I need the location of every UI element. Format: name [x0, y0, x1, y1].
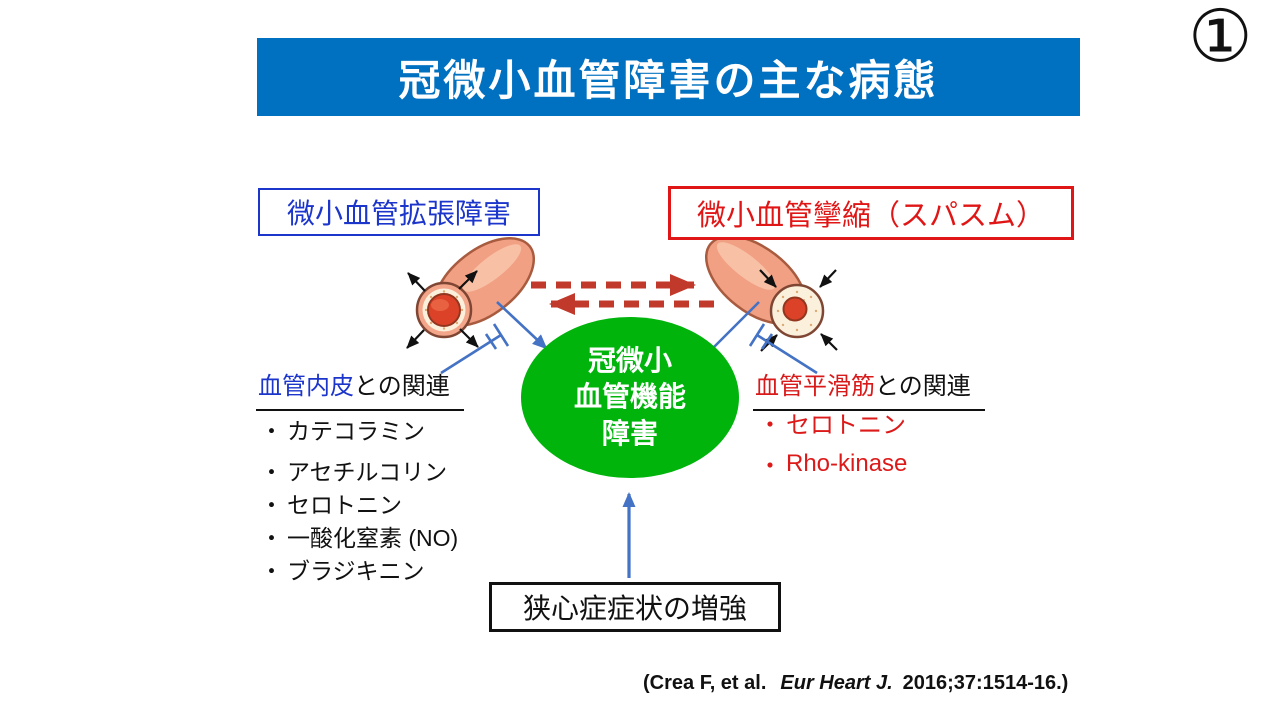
list-item: ・アセチルコリン [260, 453, 458, 486]
bullet: ・ [260, 524, 283, 551]
list-item: ・カテコラミン [260, 412, 458, 445]
ellipse-line-1: 冠微小 [587, 344, 672, 376]
list-item: ・Rho-kinase [758, 443, 907, 484]
endothelium-factor-list: ・カテコラミン ・アセチルコリン ・セロトニン ・一酸化窒素 (NO) ・ブラジ… [260, 412, 458, 585]
list-item-label: 一酸化窒素 (NO) [287, 524, 459, 551]
list-item: ・ブラジキニン [260, 552, 458, 585]
bullet: ・ [758, 453, 782, 480]
endothelium-heading: 血管内皮との関連 [256, 366, 464, 411]
microvascular-dysfunction-ellipse: 冠微小 血管機能 障害 [521, 317, 739, 478]
list-item: ・セロトニン [260, 486, 458, 519]
constricted-vessel-icon [704, 235, 838, 352]
bullet: ・ [260, 417, 283, 444]
endothelium-heading-rest: との関連 [354, 373, 450, 400]
dilated-vessel-icon [406, 237, 536, 349]
spasm-label-box: 微小血管攣縮（スパスム） [668, 186, 1074, 240]
list-item-label: セロトニン [287, 491, 402, 518]
bullet: ・ [260, 458, 283, 485]
title-banner: 冠微小血管障害の主な病態 [257, 38, 1080, 116]
list-item-label: ブラジキニン [287, 557, 425, 584]
bullet: ・ [260, 557, 283, 584]
bidirectional-dashed-arrows [531, 274, 714, 315]
smooth-muscle-term: 血管平滑筋 [755, 373, 875, 400]
list-item-label: カテコラミン [287, 417, 425, 444]
citation-prefix: (Crea F, et al. [643, 672, 767, 694]
slide-title: 冠微小血管障害の主な病態 [398, 56, 939, 104]
list-item-label: Rho-kinase [786, 449, 908, 477]
dilation-label-box: 微小血管拡張障害 [258, 188, 540, 236]
left-inhibition-connector [440, 301, 548, 375]
citation-journal: Eur Heart J. [780, 672, 893, 694]
ellipse-line-2: 血管機能 [573, 381, 686, 413]
symptom-box: 狭心症症状の増強 [489, 582, 781, 632]
citation: (Crea F, et al. Eur Heart J. 2016;37:1514-… [643, 672, 1068, 695]
bullet: ・ [260, 491, 283, 518]
smooth-muscle-heading: 血管平滑筋との関連 [753, 366, 985, 411]
page-number-badge: ① [1188, 0, 1253, 77]
smooth-muscle-heading-rest: との関連 [875, 373, 971, 400]
list-item-label: アセチルコリン [287, 458, 448, 485]
bullet: ・ [758, 412, 782, 439]
right-inhibition-connector [711, 301, 818, 375]
citation-suffix: 2016;37:1514-16.) [902, 672, 1069, 694]
list-item: ・一酸化窒素 (NO) [260, 519, 458, 552]
list-item: ・セロトニン [758, 402, 907, 443]
endothelium-term: 血管内皮 [258, 373, 354, 400]
list-item-label: セロトニン [786, 412, 906, 439]
smooth-muscle-factor-list: ・セロトニン ・Rho-kinase [758, 402, 907, 484]
ellipse-line-3: 障害 [601, 417, 658, 449]
